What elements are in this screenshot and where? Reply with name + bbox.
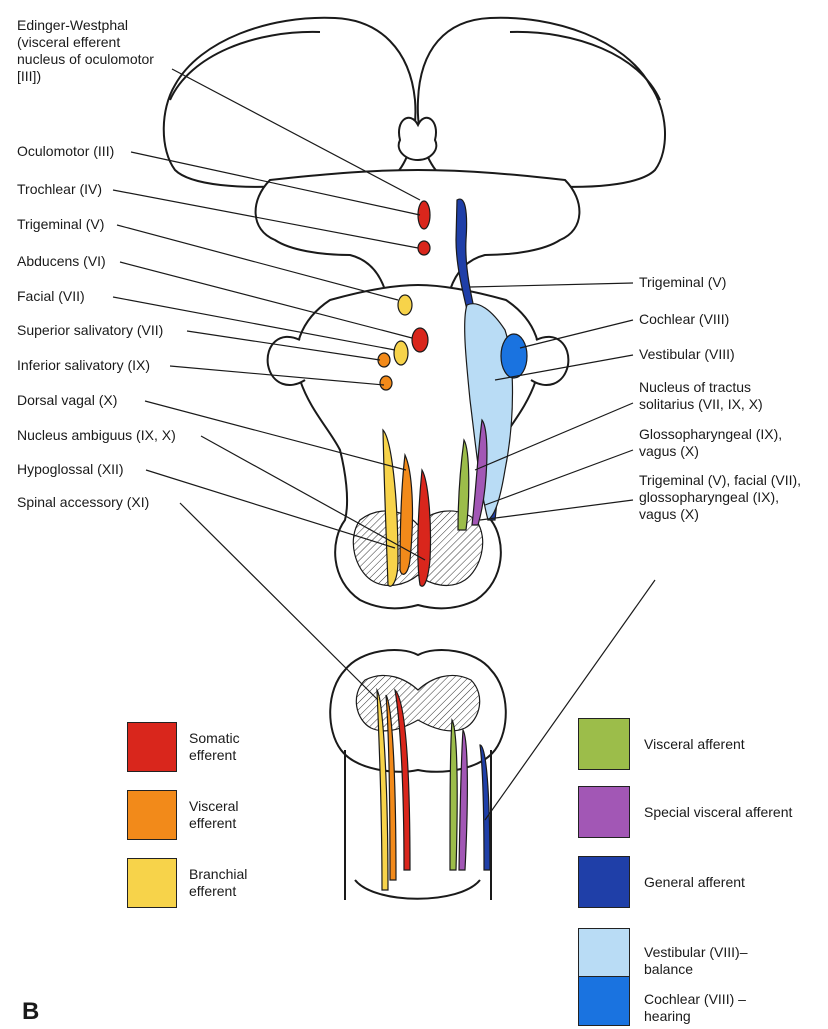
legend-swatch-general-afferent xyxy=(578,856,630,908)
label-glossopharyngeal-vagus: Glossopharyngeal (IX), vagus (X) xyxy=(639,426,782,460)
label-abducens: Abducens (VI) xyxy=(17,253,106,270)
legend-swatch-visceral-afferent xyxy=(578,718,630,770)
label-trigeminal-left: Trigeminal (V) xyxy=(17,216,104,233)
panel-letter: B xyxy=(22,998,39,1026)
legend-label-somatic-efferent: Somatic efferent xyxy=(189,730,240,764)
label-spinal-accessory: Spinal accessory (XI) xyxy=(17,494,149,511)
label-nucleus-ambiguus: Nucleus ambiguus (IX, X) xyxy=(17,427,176,444)
legend-label-special-visceral-afferent: Special visceral afferent xyxy=(644,804,792,821)
label-edinger-westphal: Edinger-Westphal (visceral efferent nucl… xyxy=(17,17,154,85)
label-inferior-salivatory: Inferior salivatory (IX) xyxy=(17,357,150,374)
label-superior-salivatory: Superior salivatory (VII) xyxy=(17,322,163,339)
label-vestibular: Vestibular (VIII) xyxy=(639,346,735,363)
legend-swatch-special-visceral-afferent xyxy=(578,786,630,838)
label-hypoglossal: Hypoglossal (XII) xyxy=(17,461,124,478)
label-facial: Facial (VII) xyxy=(17,288,85,305)
label-trigeminal-right: Trigeminal (V) xyxy=(639,274,726,291)
legend-label-cochlear-hearing: Cochlear (VIII) – hearing xyxy=(644,991,746,1025)
legend-label-branchial-efferent: Branchial efferent xyxy=(189,866,247,900)
label-cochlear: Cochlear (VIII) xyxy=(639,311,729,328)
label-trochlear: Trochlear (IV) xyxy=(17,181,102,198)
label-dorsal-vagal: Dorsal vagal (X) xyxy=(17,392,117,409)
legend-swatch-branchial-efferent xyxy=(127,858,177,908)
label-oculomotor: Oculomotor (III) xyxy=(17,143,114,160)
legend-label-visceral-afferent: Visceral afferent xyxy=(644,736,745,753)
label-trigeminal-facial-glosso-vagus: Trigeminal (V), facial (VII), glossophar… xyxy=(639,472,801,523)
legend-swatch-somatic-efferent xyxy=(127,722,177,772)
legend-swatch-cochlear-hearing xyxy=(578,976,630,1026)
label-nucleus-tractus-solitarius: Nucleus of tractus solitarius (VII, IX, … xyxy=(639,379,763,413)
legend-label-vestibular-balance: Vestibular (VIII)– balance xyxy=(644,944,748,978)
legend-swatch-vestibular-balance xyxy=(578,928,630,978)
legend-label-visceral-efferent: Visceral efferent xyxy=(189,798,239,832)
legend-swatch-visceral-efferent xyxy=(127,790,177,840)
legend-label-general-afferent: General afferent xyxy=(644,874,745,891)
